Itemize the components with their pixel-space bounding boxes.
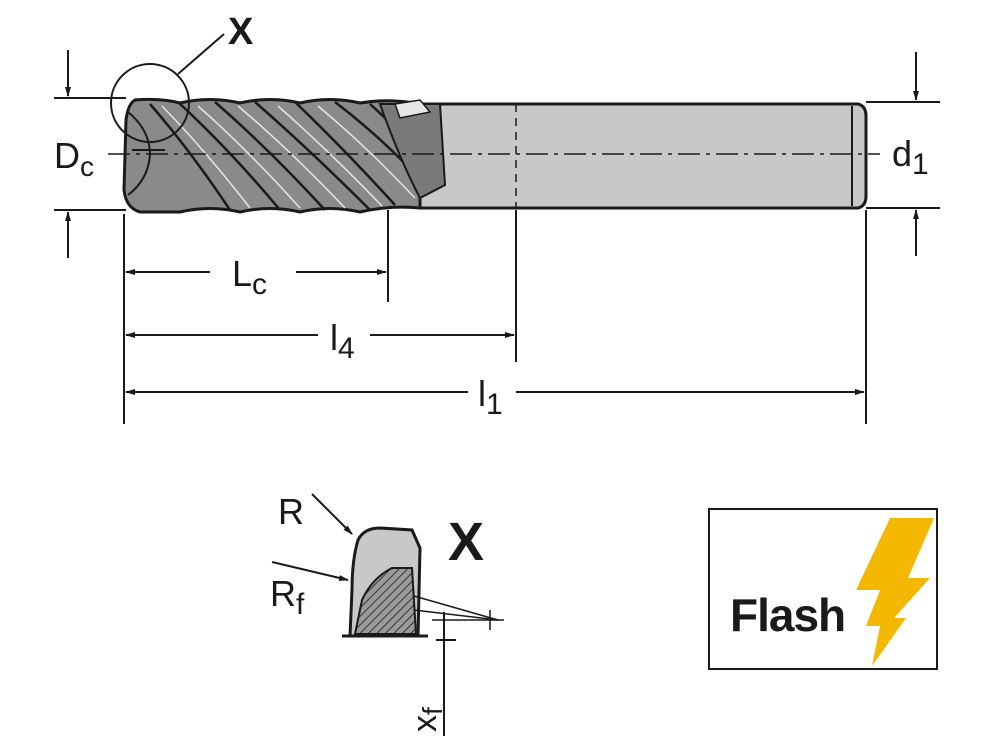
d1-label: d1 bbox=[892, 133, 929, 181]
xf-label: xf bbox=[406, 707, 448, 732]
l4-label: l4 bbox=[330, 317, 355, 365]
detail-marker-label: X bbox=[228, 11, 254, 53]
lc-label: Lc bbox=[232, 253, 267, 301]
detail-hatched-section bbox=[353, 567, 418, 635]
lightning-bolt-icon bbox=[856, 518, 934, 666]
dc-dimension bbox=[54, 50, 126, 258]
tool-body bbox=[122, 97, 868, 214]
flash-badge: Flash bbox=[708, 508, 938, 670]
length-extension-lines bbox=[123, 210, 867, 424]
dc-label: Dc bbox=[54, 135, 94, 182]
detail-circle bbox=[110, 63, 190, 143]
l1-label: l1 bbox=[478, 373, 503, 421]
detail-x-view bbox=[271, 493, 504, 736]
d1-dimension bbox=[866, 52, 940, 256]
flash-text: Flash bbox=[730, 589, 846, 641]
rf-label: Rf bbox=[270, 573, 305, 621]
shank bbox=[418, 102, 868, 210]
r-label: R bbox=[278, 491, 304, 532]
detail-title: X bbox=[448, 512, 484, 572]
